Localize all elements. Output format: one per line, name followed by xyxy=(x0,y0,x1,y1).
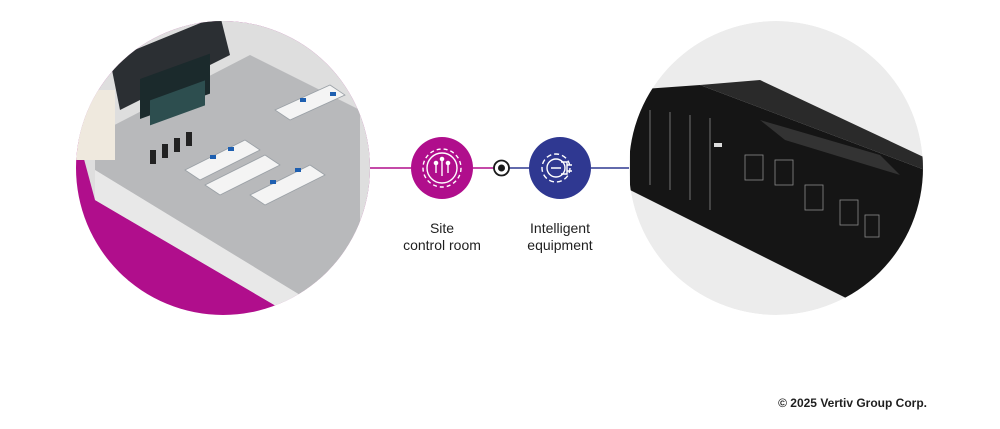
control-room-image xyxy=(76,21,370,315)
site-control-room-node xyxy=(411,137,473,199)
target-dot-icon xyxy=(493,159,510,177)
site-control-room-label: Site control room xyxy=(377,220,507,254)
intelligent-equipment-label: Intelligent equipment xyxy=(495,220,625,254)
intelligent-equipment-label-line2: equipment xyxy=(527,237,593,253)
equipment-image xyxy=(629,21,923,315)
site-control-room-label-line2: control room xyxy=(403,237,481,253)
gear-plug-icon xyxy=(541,153,572,183)
intelligent-equipment-label-line1: Intelligent xyxy=(530,220,590,236)
site-control-room-label-line1: Site xyxy=(429,220,455,236)
intelligent-equipment-node xyxy=(529,137,591,199)
copyright-text: © 2025 Vertiv Group Corp. xyxy=(778,396,927,410)
gear-network-icon xyxy=(422,148,462,188)
